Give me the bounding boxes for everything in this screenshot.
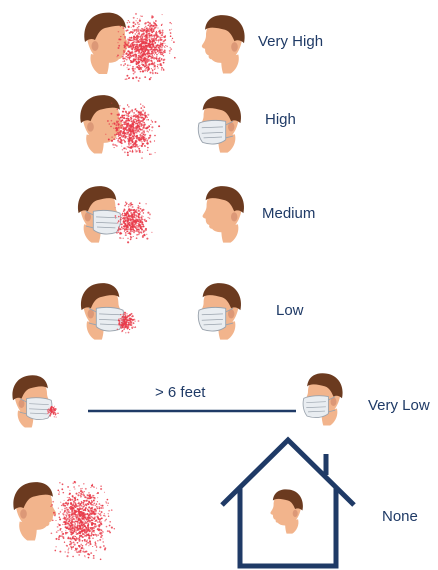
person-receiver-low [198,283,241,340]
people-layer [12,13,342,541]
person-emitter-medium [78,186,121,243]
person-receiver-high [198,96,241,153]
risk-label-low: Low [276,302,304,319]
risk-label-very-high: Very High [258,33,323,50]
person-receiver-very-low [303,373,342,425]
person-emitter-low [81,283,124,340]
person-receiver-none-indoors [270,489,302,533]
person-emitter-very-low [12,375,51,427]
risk-label-very-low: Very Low [368,397,430,414]
person-emitter-very-high [84,13,129,74]
person-receiver-medium [203,186,244,243]
particles-none [50,481,115,560]
particles-very-high [116,13,175,82]
person-emitter-none [13,482,56,540]
risk-label-medium: Medium [262,205,315,222]
risk-label-high: High [265,111,296,128]
person-receiver-very-high [202,15,245,73]
distance-label: > 6 feet [155,384,205,401]
risk-label-none: None [382,508,418,525]
